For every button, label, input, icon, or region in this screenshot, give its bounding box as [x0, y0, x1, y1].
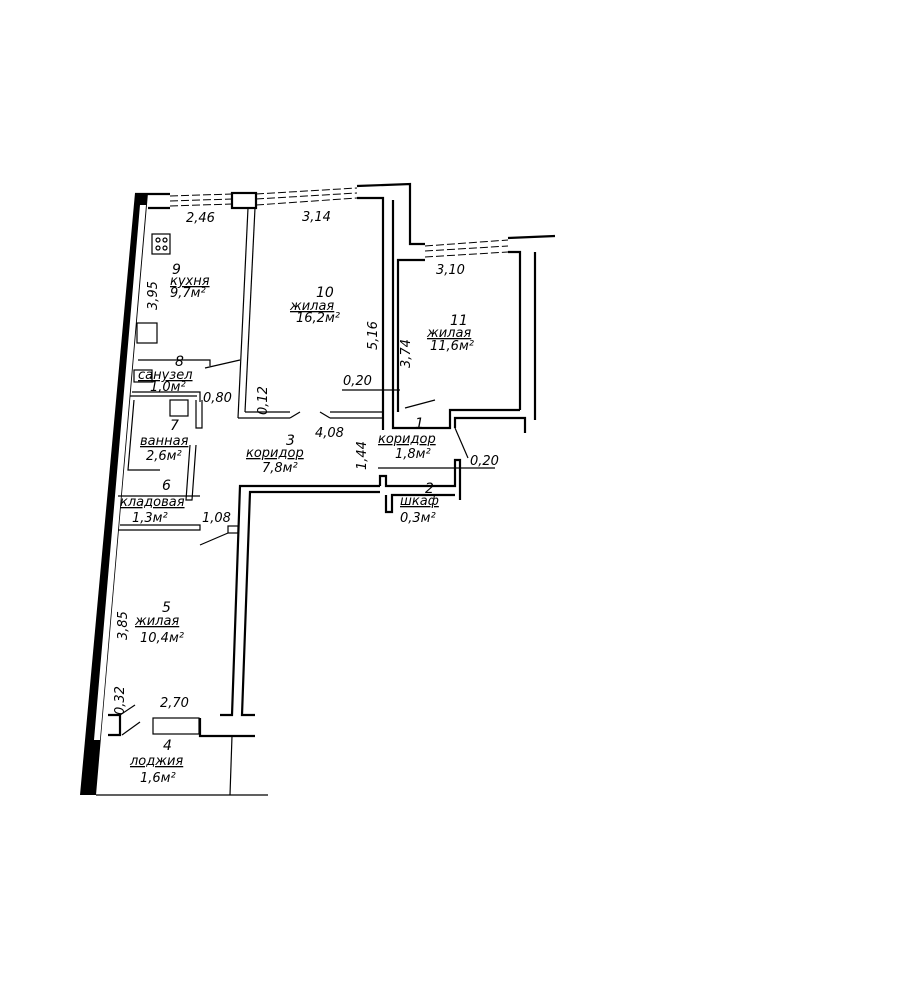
dim-corridor-length: 4,08 [315, 426, 344, 441]
room-number: 1 [415, 416, 424, 432]
dim-corridor-width: 1,44 [355, 441, 370, 470]
room-area: 1,8м² [395, 447, 431, 462]
room-9-label: 9 кухня 9,7м² [170, 262, 210, 301]
room-number: 7 [170, 418, 179, 434]
dim-wall-corridor1: 0,20 [470, 454, 499, 469]
room-number: 3 [286, 433, 295, 449]
room-2-label: 2 шкаф 0,3м² [400, 481, 439, 526]
room-number: 10 [316, 285, 334, 301]
room-type: кухня [170, 274, 210, 289]
dim-partition-room10: 0,12 [256, 386, 271, 415]
dim-storage-door: 1,08 [202, 511, 231, 526]
dim-room5-wall: 0,32 [113, 686, 128, 715]
room-10-label: 10 жилая 16,2м² [289, 285, 340, 326]
room-number: 4 [163, 738, 172, 754]
dim-wall-room10-11: 0,20 [343, 374, 372, 389]
room-number: 5 [162, 600, 171, 616]
dim-kitchen-width: 2,46 [186, 211, 215, 226]
room-number: 11 [450, 313, 468, 329]
room-type: жилая [426, 326, 471, 341]
room-4-label: 4 лоджия 1,6м² [129, 738, 183, 786]
dim-room5-length: 3,85 [116, 611, 131, 640]
dim-room10-length: 5,16 [366, 321, 381, 350]
room-11-label: 11 жилая 11,6м² [426, 313, 474, 354]
room-type: шкаф [400, 494, 439, 509]
room-type: санузел [138, 368, 193, 383]
room-number: 6 [162, 478, 171, 494]
room-number: 2 [425, 481, 434, 497]
room-area: 1,6м² [140, 771, 176, 786]
room-area: 9,7м² [170, 286, 206, 301]
room-area: 2,6м² [146, 449, 182, 464]
room-number: 9 [172, 262, 181, 278]
room-type: жилая [134, 614, 179, 629]
room-area: 7,8м² [262, 461, 298, 476]
room-number: 8 [175, 354, 184, 370]
room-5-label: 5 жилая 10,4м² [134, 600, 184, 646]
dim-room11-length: 3,74 [399, 339, 414, 368]
dim-room11-width: 3,10 [436, 263, 465, 278]
room-8-label: 8 санузел 1,0м² [138, 354, 193, 395]
room-area: 10,4м² [140, 631, 184, 646]
room-type: коридор [246, 446, 304, 461]
walls [80, 182, 556, 796]
room-type: коридор [378, 432, 436, 447]
room-type: жилая [289, 299, 334, 314]
room-6-label: 6 кладовая 1,3м² [120, 478, 185, 526]
dim-kitchen-length: 3,95 [146, 281, 161, 310]
room-area: 1,3м² [132, 511, 168, 526]
room-1-label: 1 коридор 1,8м² [378, 416, 436, 462]
dim-bath-door: 0,80 [203, 391, 232, 406]
room-type: кладовая [120, 495, 185, 510]
dim-room5-width: 2,70 [160, 696, 189, 711]
room-area: 16,2м² [296, 311, 340, 326]
dim-room10-width: 3,14 [302, 210, 331, 225]
room-type: лоджия [129, 754, 183, 769]
room-3-label: 3 коридор 7,8м² [246, 433, 304, 476]
room-area: 0,3м² [400, 511, 436, 526]
room-area: 11,6м² [430, 339, 474, 354]
room-7-label: 7 ванная 2,6м² [140, 418, 189, 464]
room-area: 1,0м² [150, 380, 186, 395]
room-type: ванная [140, 434, 189, 449]
